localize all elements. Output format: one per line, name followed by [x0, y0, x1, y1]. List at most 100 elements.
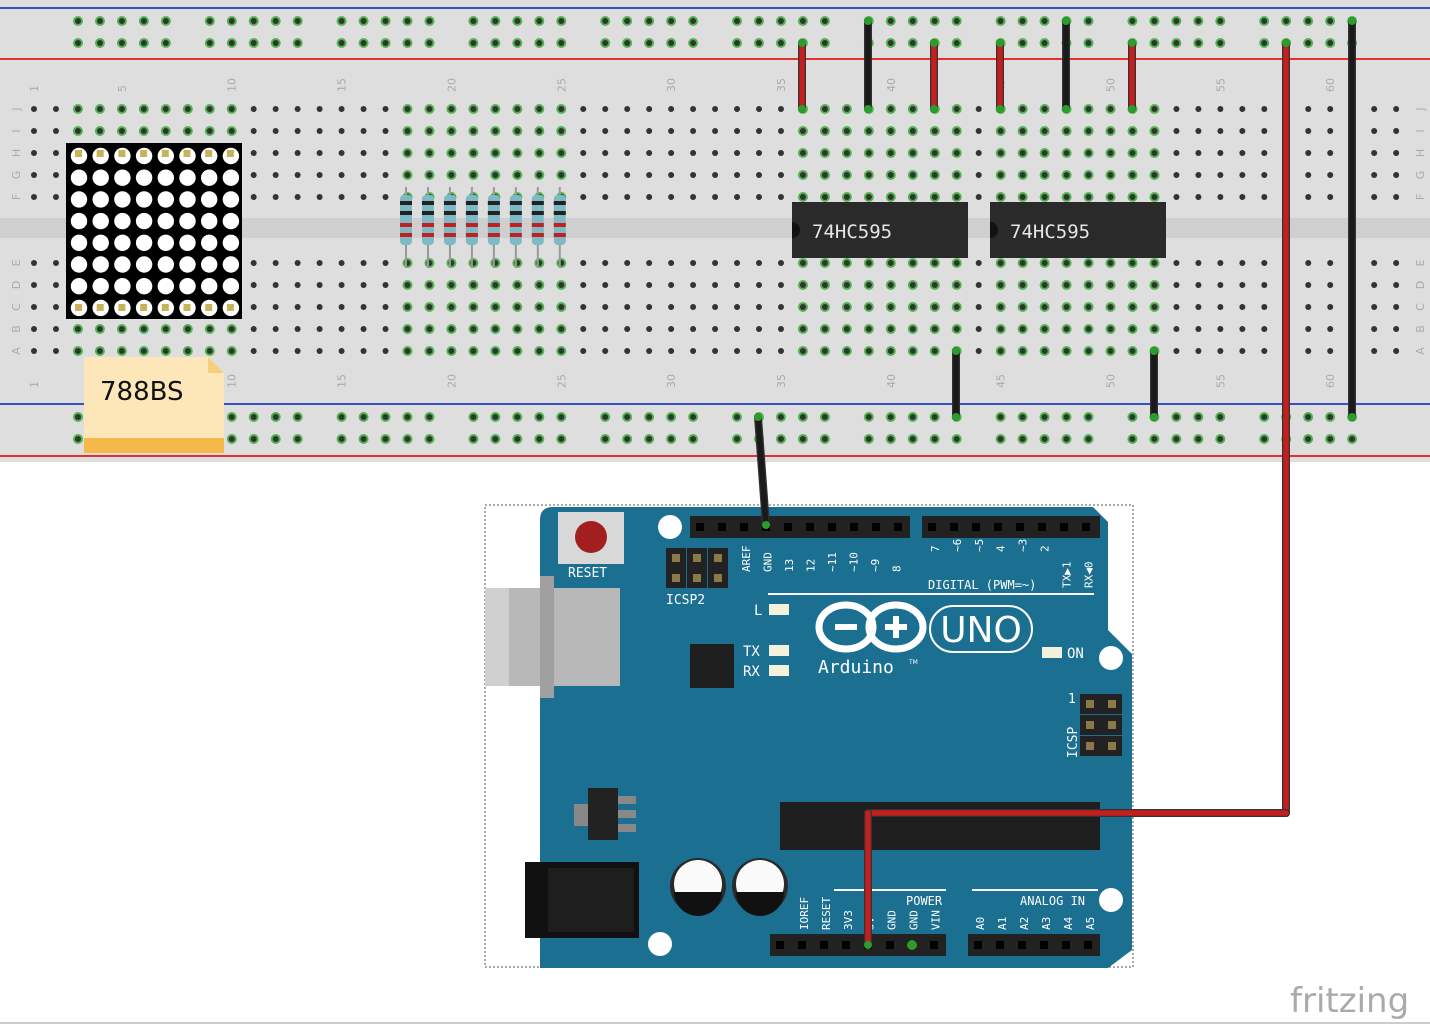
breadboard-hole[interactable]: [843, 150, 850, 156]
breadboard-hole[interactable]: [1217, 282, 1224, 288]
breadboard-hole[interactable]: [756, 260, 763, 266]
rail-hole[interactable]: [1129, 414, 1136, 420]
rail-hole[interactable]: [382, 414, 389, 420]
breadboard-hole[interactable]: [1107, 106, 1114, 112]
breadboard-hole[interactable]: [492, 348, 499, 354]
breadboard-hole[interactable]: [206, 128, 213, 134]
breadboard-hole[interactable]: [140, 326, 147, 332]
breadboard-hole[interactable]: [470, 348, 477, 354]
rail-hole[interactable]: [1151, 436, 1158, 442]
breadboard-hole[interactable]: [1261, 150, 1268, 156]
breadboard-hole[interactable]: [734, 260, 741, 266]
breadboard-hole[interactable]: [426, 326, 433, 332]
rail-hole[interactable]: [1217, 436, 1224, 442]
breadboard-hole[interactable]: [96, 106, 103, 112]
breadboard-hole[interactable]: [206, 348, 213, 354]
digital-pin[interactable]: [696, 523, 704, 531]
rail-hole[interactable]: [404, 436, 411, 442]
breadboard-hole[interactable]: [1217, 326, 1224, 332]
breadboard-hole[interactable]: [843, 260, 850, 266]
breadboard-hole[interactable]: [250, 150, 257, 156]
rail-hole[interactable]: [1327, 436, 1334, 442]
breadboard-hole[interactable]: [624, 128, 631, 134]
breadboard-hole[interactable]: [492, 304, 499, 310]
breadboard-hole[interactable]: [1151, 194, 1158, 200]
breadboard-hole[interactable]: [646, 172, 653, 178]
breadboard-hole[interactable]: [1305, 172, 1312, 178]
rail-hole[interactable]: [1085, 40, 1092, 46]
breadboard-hole[interactable]: [668, 106, 675, 112]
breadboard-hole[interactable]: [382, 128, 389, 134]
breadboard-hole[interactable]: [1195, 260, 1202, 266]
rail-hole[interactable]: [1327, 18, 1334, 24]
rail-hole[interactable]: [360, 414, 367, 420]
breadboard-hole[interactable]: [799, 150, 806, 156]
breadboard-hole[interactable]: [1173, 304, 1180, 310]
breadboard-hole[interactable]: [1371, 194, 1378, 200]
analog-pin[interactable]: [1084, 941, 1092, 949]
breadboard-hole[interactable]: [360, 348, 367, 354]
breadboard-hole[interactable]: [821, 260, 828, 266]
breadboard-hole[interactable]: [668, 304, 675, 310]
breadboard-hole[interactable]: [338, 150, 345, 156]
rail-hole[interactable]: [1349, 436, 1356, 442]
rail-hole[interactable]: [162, 18, 169, 24]
breadboard-hole[interactable]: [316, 172, 323, 178]
breadboard-hole[interactable]: [953, 260, 960, 266]
rail-hole[interactable]: [294, 436, 301, 442]
breadboard-hole[interactable]: [1085, 194, 1092, 200]
breadboard-hole[interactable]: [997, 282, 1004, 288]
breadboard-hole[interactable]: [1129, 172, 1136, 178]
rail-hole[interactable]: [382, 18, 389, 24]
breadboard-hole[interactable]: [1063, 348, 1070, 354]
breadboard-hole[interactable]: [492, 172, 499, 178]
analog-pin[interactable]: [1062, 941, 1070, 949]
breadboard-hole[interactable]: [272, 348, 279, 354]
rail-hole[interactable]: [426, 436, 433, 442]
rail-hole[interactable]: [250, 414, 257, 420]
rail-hole[interactable]: [887, 40, 894, 46]
breadboard-hole[interactable]: [777, 348, 784, 354]
breadboard-hole[interactable]: [1195, 194, 1202, 200]
breadboard-hole[interactable]: [646, 282, 653, 288]
breadboard-hole[interactable]: [777, 326, 784, 332]
breadboard-hole[interactable]: [777, 128, 784, 134]
rail-hole[interactable]: [690, 436, 697, 442]
rail-hole[interactable]: [162, 40, 169, 46]
breadboard-hole[interactable]: [118, 348, 125, 354]
breadboard-hole[interactable]: [931, 260, 938, 266]
breadboard-hole[interactable]: [1129, 326, 1136, 332]
breadboard-hole[interactable]: [1261, 194, 1268, 200]
rail-hole[interactable]: [690, 414, 697, 420]
breadboard-hole[interactable]: [799, 194, 806, 200]
breadboard-hole[interactable]: [602, 150, 609, 156]
breadboard-hole[interactable]: [777, 304, 784, 310]
rail-hole[interactable]: [1173, 18, 1180, 24]
breadboard-hole[interactable]: [31, 348, 37, 354]
breadboard-hole[interactable]: [975, 194, 982, 200]
breadboard-hole[interactable]: [777, 150, 784, 156]
breadboard-hole[interactable]: [360, 304, 367, 310]
rail-hole[interactable]: [777, 436, 784, 442]
breadboard-hole[interactable]: [448, 150, 455, 156]
breadboard-hole[interactable]: [294, 326, 301, 332]
breadboard-hole[interactable]: [448, 348, 455, 354]
rail-hole[interactable]: [799, 18, 806, 24]
breadboard-hole[interactable]: [712, 172, 719, 178]
breadboard-hole[interactable]: [1261, 260, 1268, 266]
rail-hole[interactable]: [1305, 414, 1312, 420]
rail-hole[interactable]: [997, 18, 1004, 24]
breadboard-hole[interactable]: [162, 106, 169, 112]
breadboard-hole[interactable]: [316, 282, 323, 288]
wire[interactable]: [755, 414, 769, 528]
breadboard-hole[interactable]: [31, 326, 37, 332]
breadboard-hole[interactable]: [492, 282, 499, 288]
rail-hole[interactable]: [272, 18, 279, 24]
breadboard-hole[interactable]: [1085, 260, 1092, 266]
breadboard-hole[interactable]: [756, 304, 763, 310]
breadboard-hole[interactable]: [31, 106, 37, 112]
breadboard-hole[interactable]: [821, 128, 828, 134]
breadboard-hole[interactable]: [1217, 260, 1224, 266]
breadboard-hole[interactable]: [997, 260, 1004, 266]
breadboard-hole[interactable]: [382, 326, 389, 332]
